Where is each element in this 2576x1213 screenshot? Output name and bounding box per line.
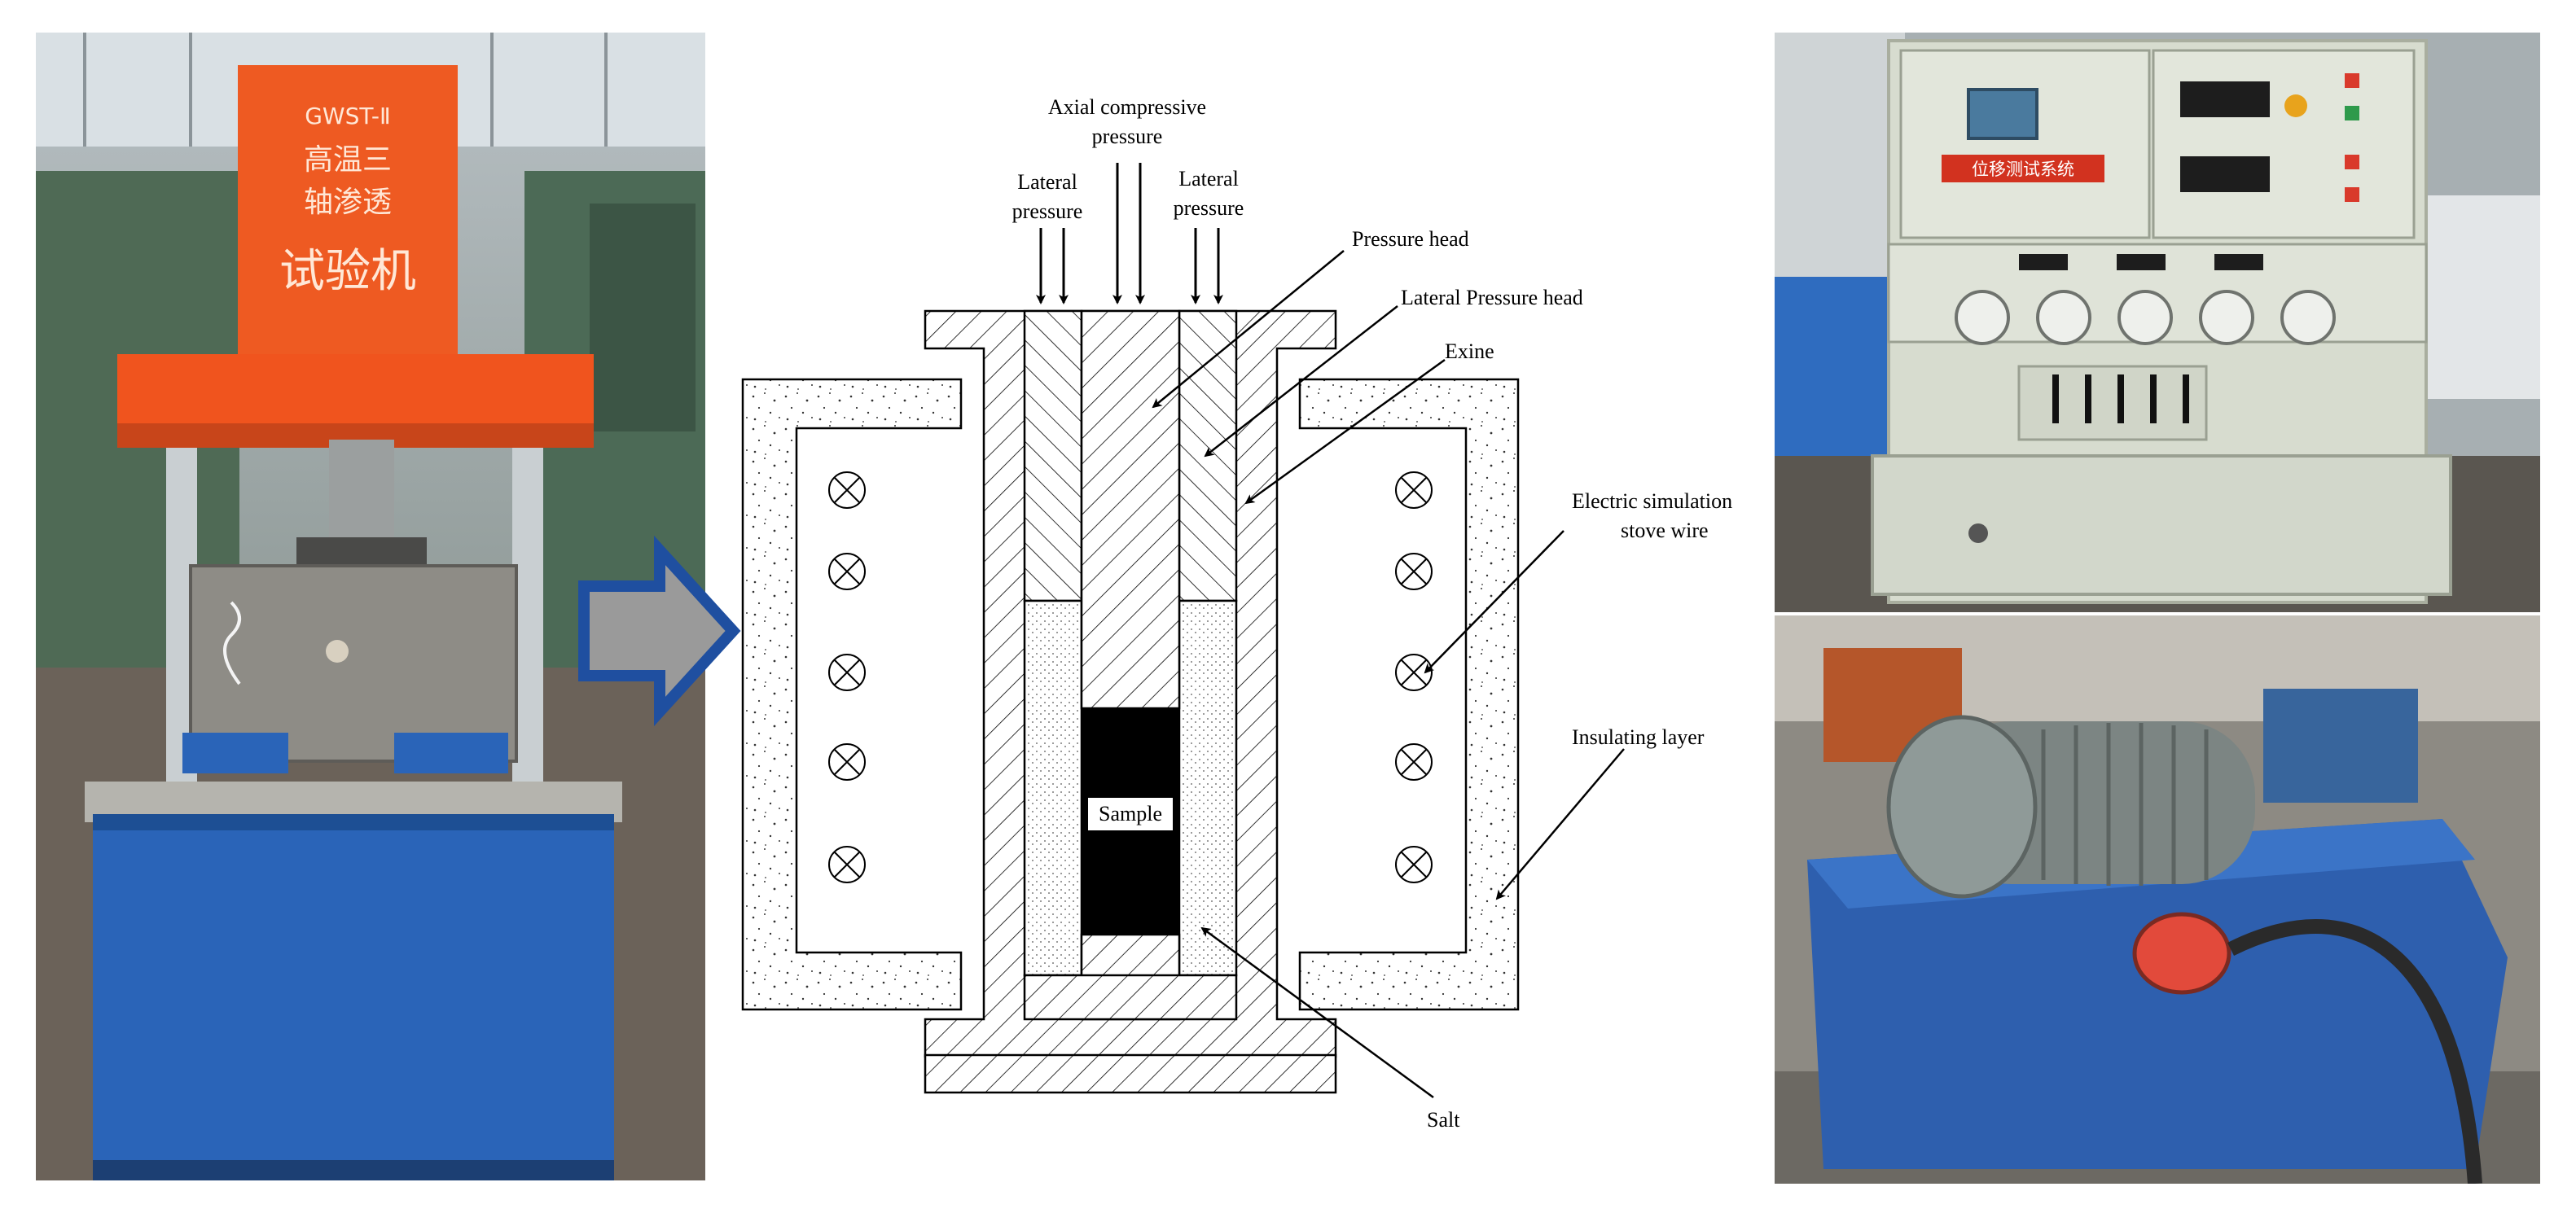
stove-wire-coils-right xyxy=(1395,471,1433,883)
base-plug xyxy=(1080,933,1181,1021)
axial-pressure-label-line2: pressure xyxy=(1092,125,1163,148)
stove-wire-label-line1: Electric simulation xyxy=(1572,489,1732,513)
pressure-head xyxy=(1080,309,1181,710)
sample-block xyxy=(1082,708,1179,935)
lateral-pressure-head-left xyxy=(1023,309,1083,602)
pressure-head-label: Pressure head xyxy=(1352,227,1469,251)
machine-model-text: GWST-Ⅱ xyxy=(305,103,391,129)
lateral-pressure-left-label-line2: pressure xyxy=(1012,199,1083,223)
insulating-layer-label: Insulating layer xyxy=(1572,725,1705,749)
lateral-pressure-right-label-line2: pressure xyxy=(1174,196,1244,220)
lateral-pressure-right-label-line1: Lateral xyxy=(1178,167,1239,190)
lateral-pressure-head-label: Lateral Pressure head xyxy=(1401,286,1583,309)
stove-wire-coils-left xyxy=(828,471,866,883)
axial-pressure-label-line1: Axial compressive xyxy=(1048,95,1206,119)
exine-label: Exine xyxy=(1445,339,1494,363)
leader-lines xyxy=(1152,250,1625,1099)
insulating-layer-right xyxy=(1298,378,1520,1011)
stove-wire-label-line2: stove wire xyxy=(1621,519,1709,542)
control-panel-label: 位移测试系统 xyxy=(1972,160,2074,179)
exine-cylinder xyxy=(924,309,1337,1058)
insulating-layer-left xyxy=(741,378,963,1011)
salt-right xyxy=(1178,599,1238,977)
machine-sign-line2: 轴渗透 xyxy=(304,186,392,219)
machine-sign-line1: 高温三 xyxy=(304,143,392,177)
salt-label: Salt xyxy=(1427,1108,1460,1132)
pressure-input-arrows xyxy=(1036,163,1223,304)
lateral-pressure-left-label-line1: Lateral xyxy=(1017,170,1077,194)
machine-sign-line3: 试验机 xyxy=(279,245,416,298)
hydraulic-pump-photo xyxy=(1775,615,2540,1184)
salt-left xyxy=(1023,599,1083,977)
lateral-pressure-head-right xyxy=(1178,309,1238,602)
triaxial-machine-photo: GWST-Ⅱ 高温三 轴渗透 试验机 xyxy=(36,33,705,1180)
control-panel-photo: 位移测试系统 xyxy=(1775,33,2540,612)
sample-label: Sample xyxy=(1099,802,1162,825)
bottom-block xyxy=(924,1053,1337,1094)
